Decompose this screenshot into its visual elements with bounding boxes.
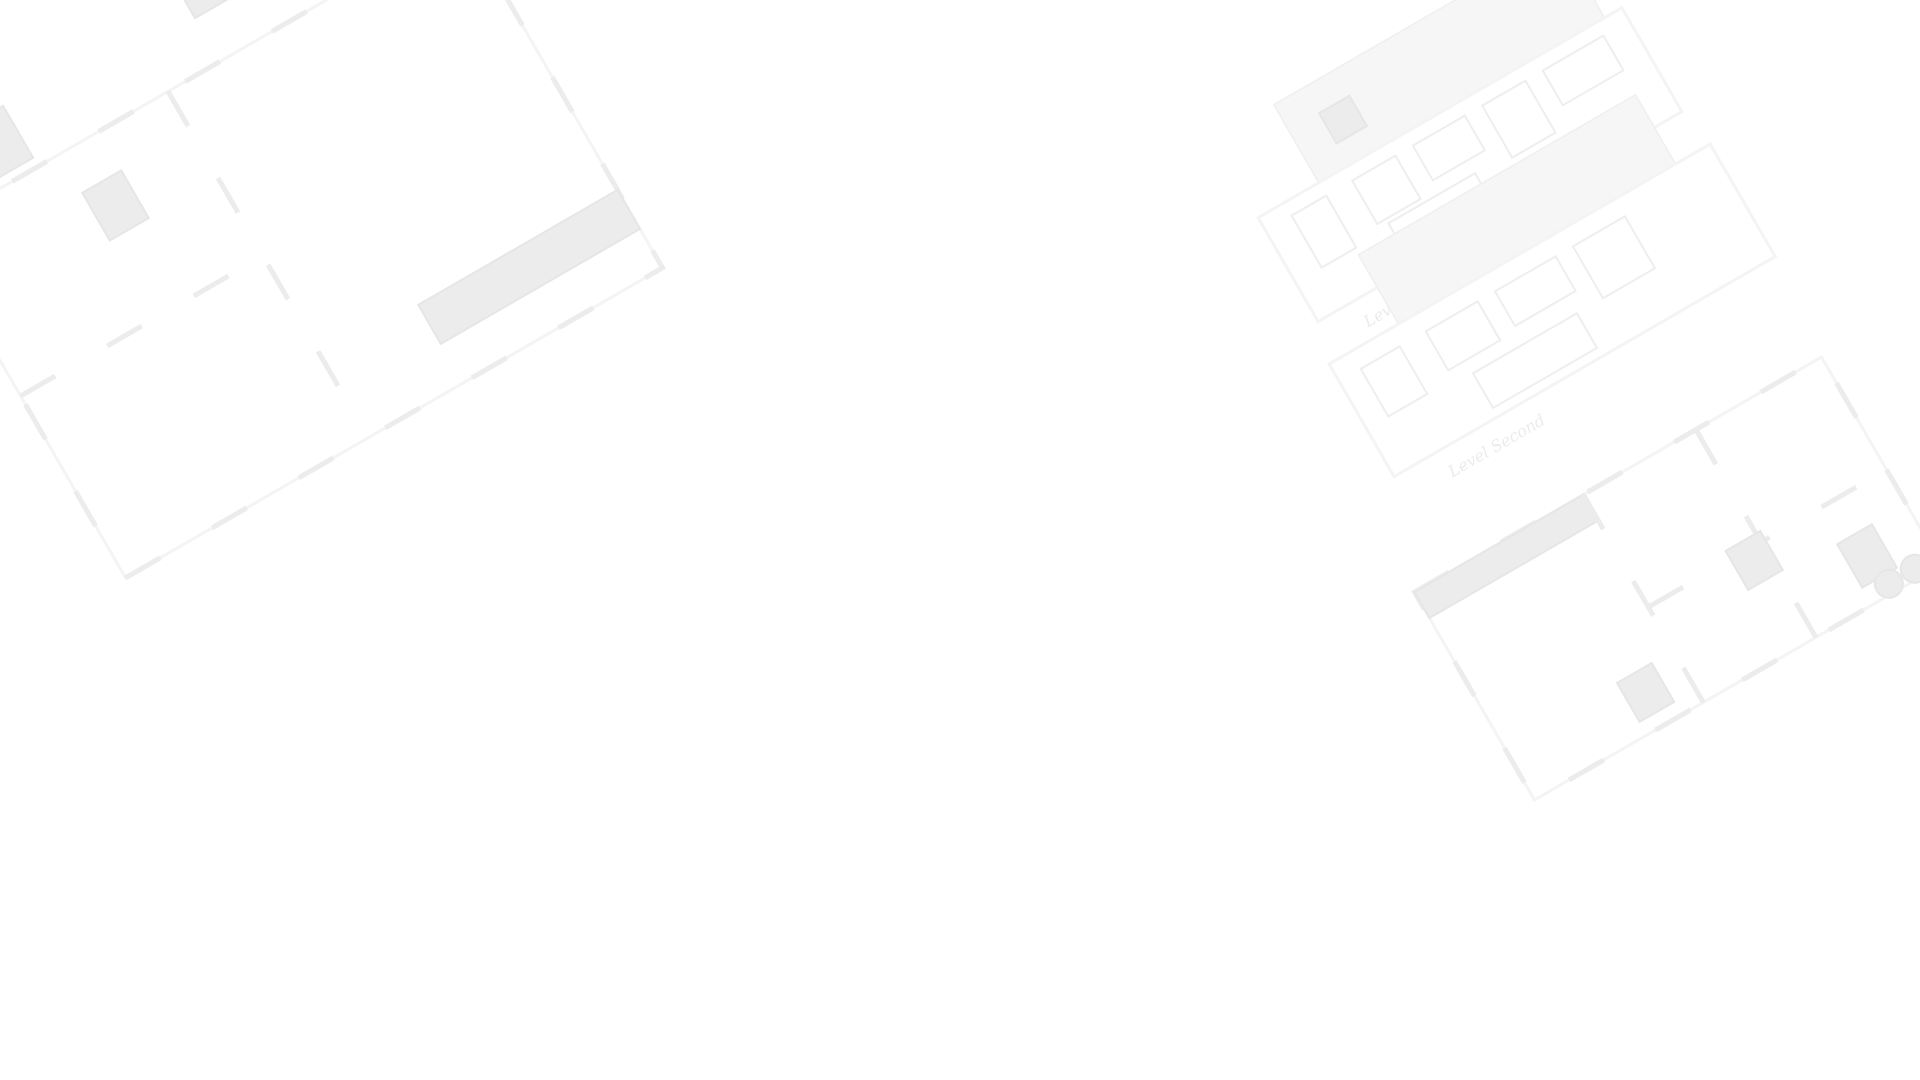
floor-plan-left <box>0 0 666 582</box>
floor-plan-right-lower <box>1411 353 1920 804</box>
level-second-label: Level Second <box>1444 410 1548 481</box>
